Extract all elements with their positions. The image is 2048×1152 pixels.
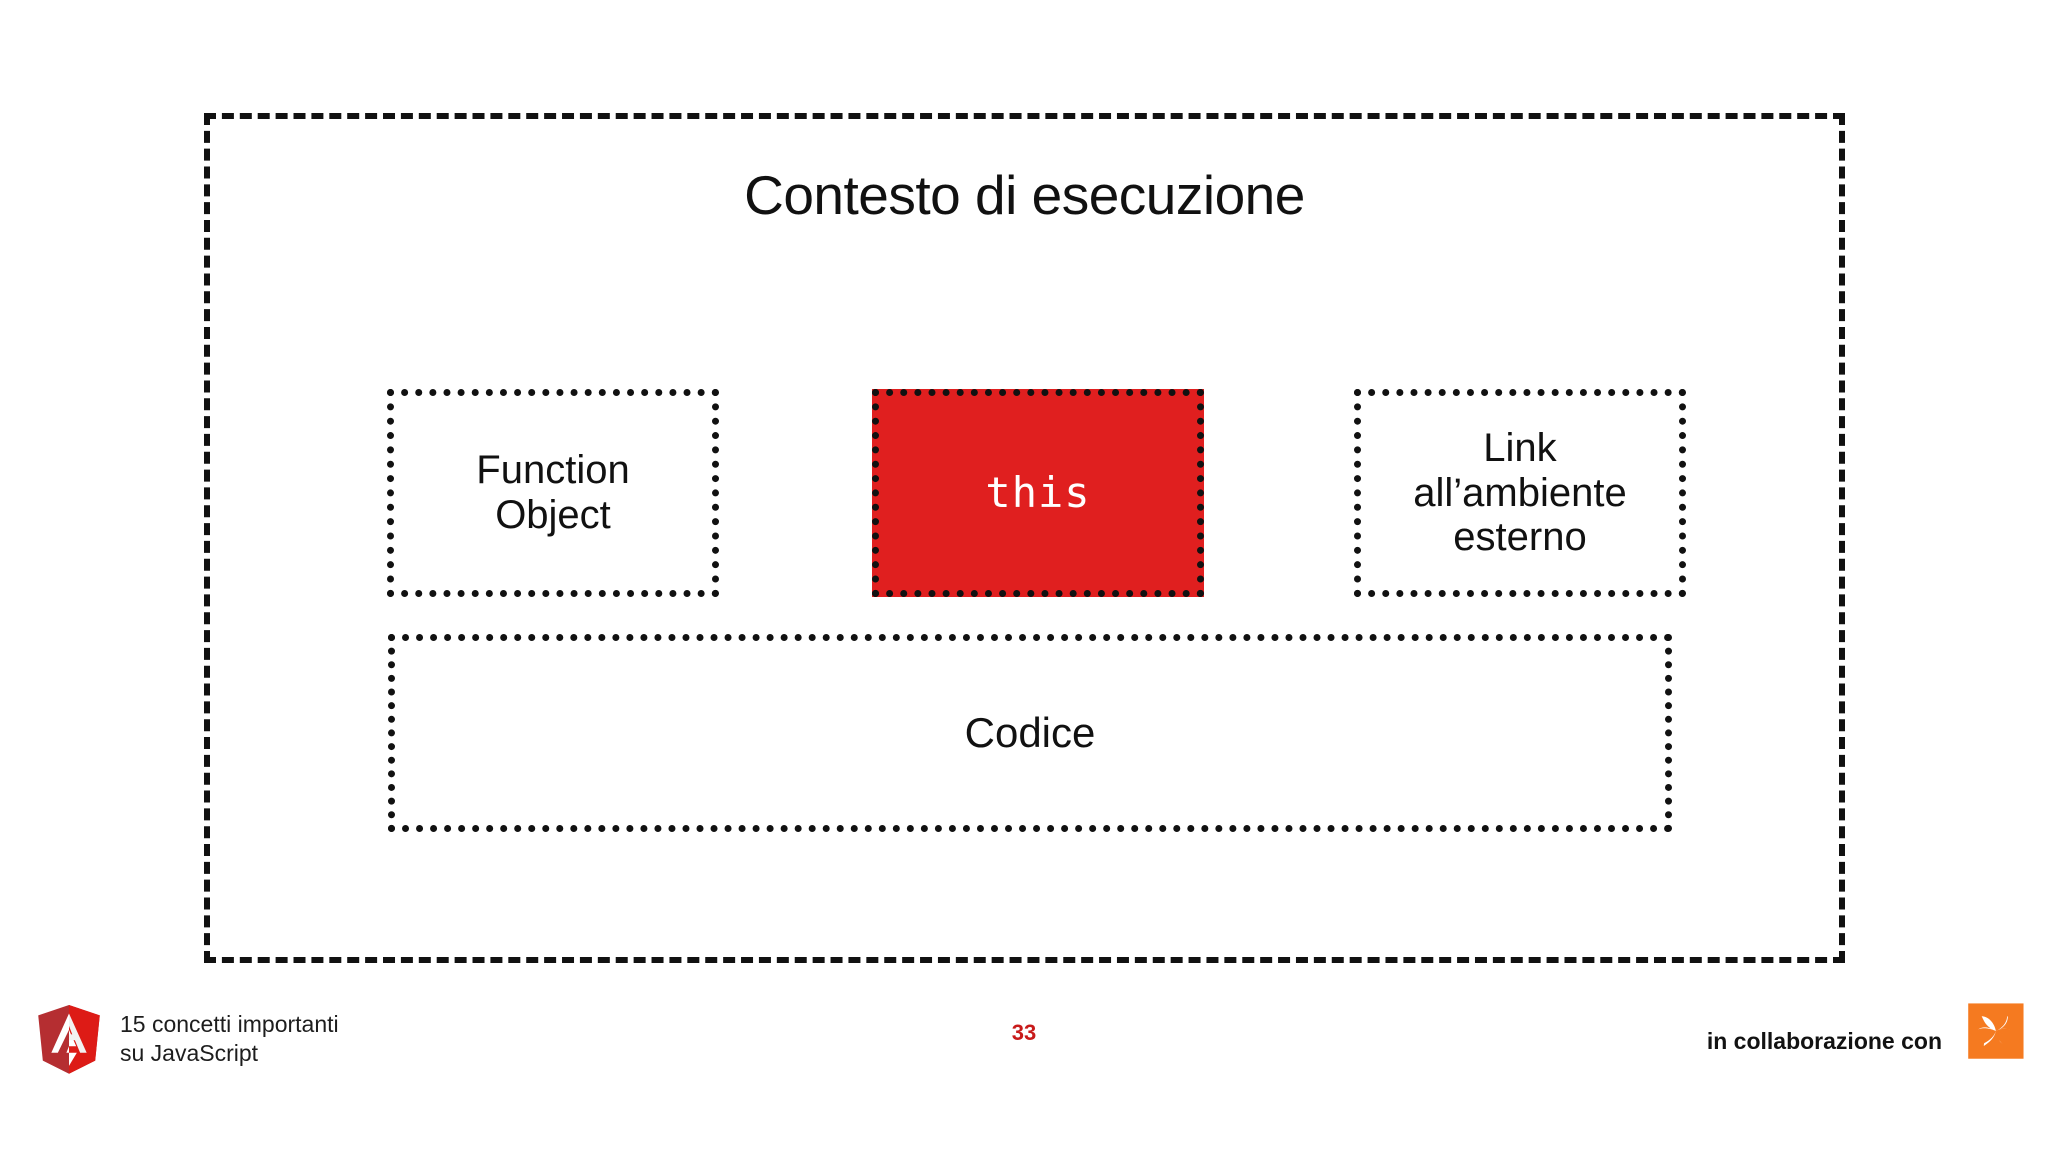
box-link-line2: all’ambiente — [1413, 470, 1627, 515]
page-number: 33 — [1011, 1020, 1037, 1045]
footer-deck-title: 15 concetti importanti su JavaScript — [120, 1010, 339, 1069]
context-parts-row: Function Object this Link all’ambiente e… — [387, 389, 1686, 597]
box-function-object-line2: Object — [495, 493, 611, 537]
orange-spiral-icon — [1968, 1003, 2024, 1059]
footer-left-group: 15 concetti importanti su JavaScript — [36, 1003, 339, 1075]
box-codice-label: Codice — [964, 709, 1096, 756]
box-function-object: Function Object — [387, 389, 719, 597]
box-function-object-line1: Function — [476, 448, 630, 493]
collaboration-label: in collaborazione con — [1706, 1027, 1942, 1054]
execution-context-frame: Contesto di esecuzione Function Object t… — [204, 113, 1845, 963]
page-title: Contesto di esecuzione — [744, 164, 1305, 226]
footer-right-group: in collaborazione con — [1707, 1002, 2034, 1080]
angular-shield-icon — [38, 1004, 100, 1074]
slide-footer: 15 concetti importanti su JavaScript 33 … — [0, 1002, 2048, 1152]
box-link-line1: Link — [1483, 425, 1557, 470]
box-link-line3: esterno — [1453, 515, 1587, 560]
footer-deck-title-line1: 15 concetti importanti — [120, 1010, 339, 1037]
box-this: this — [872, 389, 1204, 597]
footer-deck-title-line2: su JavaScript — [120, 1040, 259, 1066]
box-this-label: this — [985, 468, 1091, 518]
box-link-ambiente-esterno: Link all’ambiente esterno — [1354, 389, 1686, 597]
box-codice: Codice — [388, 634, 1672, 832]
